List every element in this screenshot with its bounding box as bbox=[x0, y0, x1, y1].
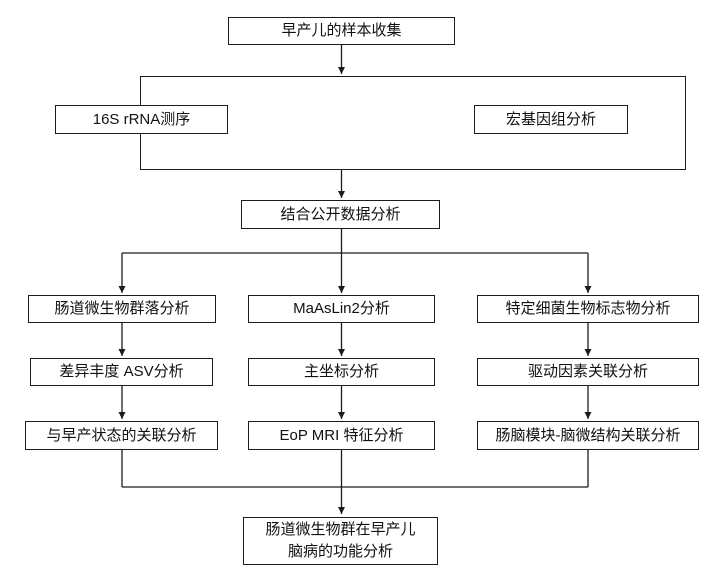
node-final-function-analysis: 肠道微生物群在早产儿 脑病的功能分析 bbox=[243, 517, 438, 565]
node-gut-brain-microstructure: 肠脑模块-脑微结构关联分析 bbox=[477, 421, 699, 450]
node-sample-collection: 早产儿的样本收集 bbox=[228, 17, 455, 45]
final-line-2: 脑病的功能分析 bbox=[287, 543, 393, 560]
node-maaslin2: MaAsLin2分析 bbox=[248, 295, 435, 323]
node-bacterial-biomarkers: 特定细菌生物标志物分析 bbox=[477, 295, 699, 323]
node-driver-association: 驱动因素关联分析 bbox=[477, 358, 699, 386]
node-differential-asv: 差异丰度 ASV分析 bbox=[30, 358, 213, 386]
node-preterm-association: 与早产状态的关联分析 bbox=[25, 421, 218, 450]
node-combine-public-data: 结合公开数据分析 bbox=[241, 200, 440, 229]
node-metagenomics-analysis: 宏基因组分析 bbox=[474, 105, 628, 134]
node-pcoa: 主坐标分析 bbox=[248, 358, 435, 386]
node-gut-microbiota-community: 肠道微生物群落分析 bbox=[28, 295, 216, 323]
final-line-1: 肠道微生物群在早产儿 bbox=[265, 521, 416, 539]
node-eop-mri-features: EoP MRI 特征分析 bbox=[248, 421, 435, 450]
node-16s-rrna-sequencing: 16S rRNA测序 bbox=[55, 105, 228, 134]
